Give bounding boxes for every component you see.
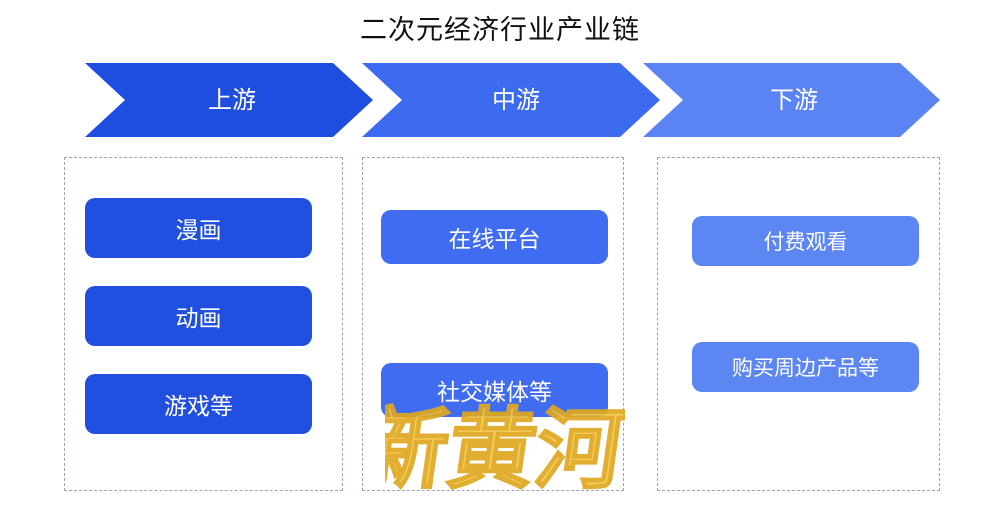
stage-label-downstream: 下游 — [770, 86, 818, 114]
stage-label-midstream: 中游 — [492, 86, 540, 114]
node-upstream-animation: 动画 — [85, 286, 312, 346]
node-upstream-manga: 漫画 — [85, 198, 312, 258]
chevron-downstream — [643, 63, 940, 137]
stage-label-upstream: 上游 — [208, 86, 256, 114]
xinhuanghe-watermark-logo: 新黄河 — [385, 396, 625, 501]
upstream-panel — [64, 157, 343, 491]
svg-text:新黄河: 新黄河 — [385, 397, 625, 500]
chevron-upstream — [85, 63, 373, 137]
node-downstream-merchandise: 购买周边产品等 — [692, 342, 919, 392]
node-downstream-paid-viewing: 付费观看 — [692, 216, 919, 266]
downstream-panel — [657, 157, 940, 491]
node-midstream-social-media: 社交媒体等 — [381, 363, 608, 417]
midstream-panel — [362, 157, 624, 491]
node-upstream-games: 游戏等 — [85, 374, 312, 434]
node-midstream-online-platforms: 在线平台 — [381, 210, 608, 264]
chevron-midstream — [362, 63, 660, 137]
diagram-title: 二次元经济行业产业链 — [360, 15, 640, 46]
